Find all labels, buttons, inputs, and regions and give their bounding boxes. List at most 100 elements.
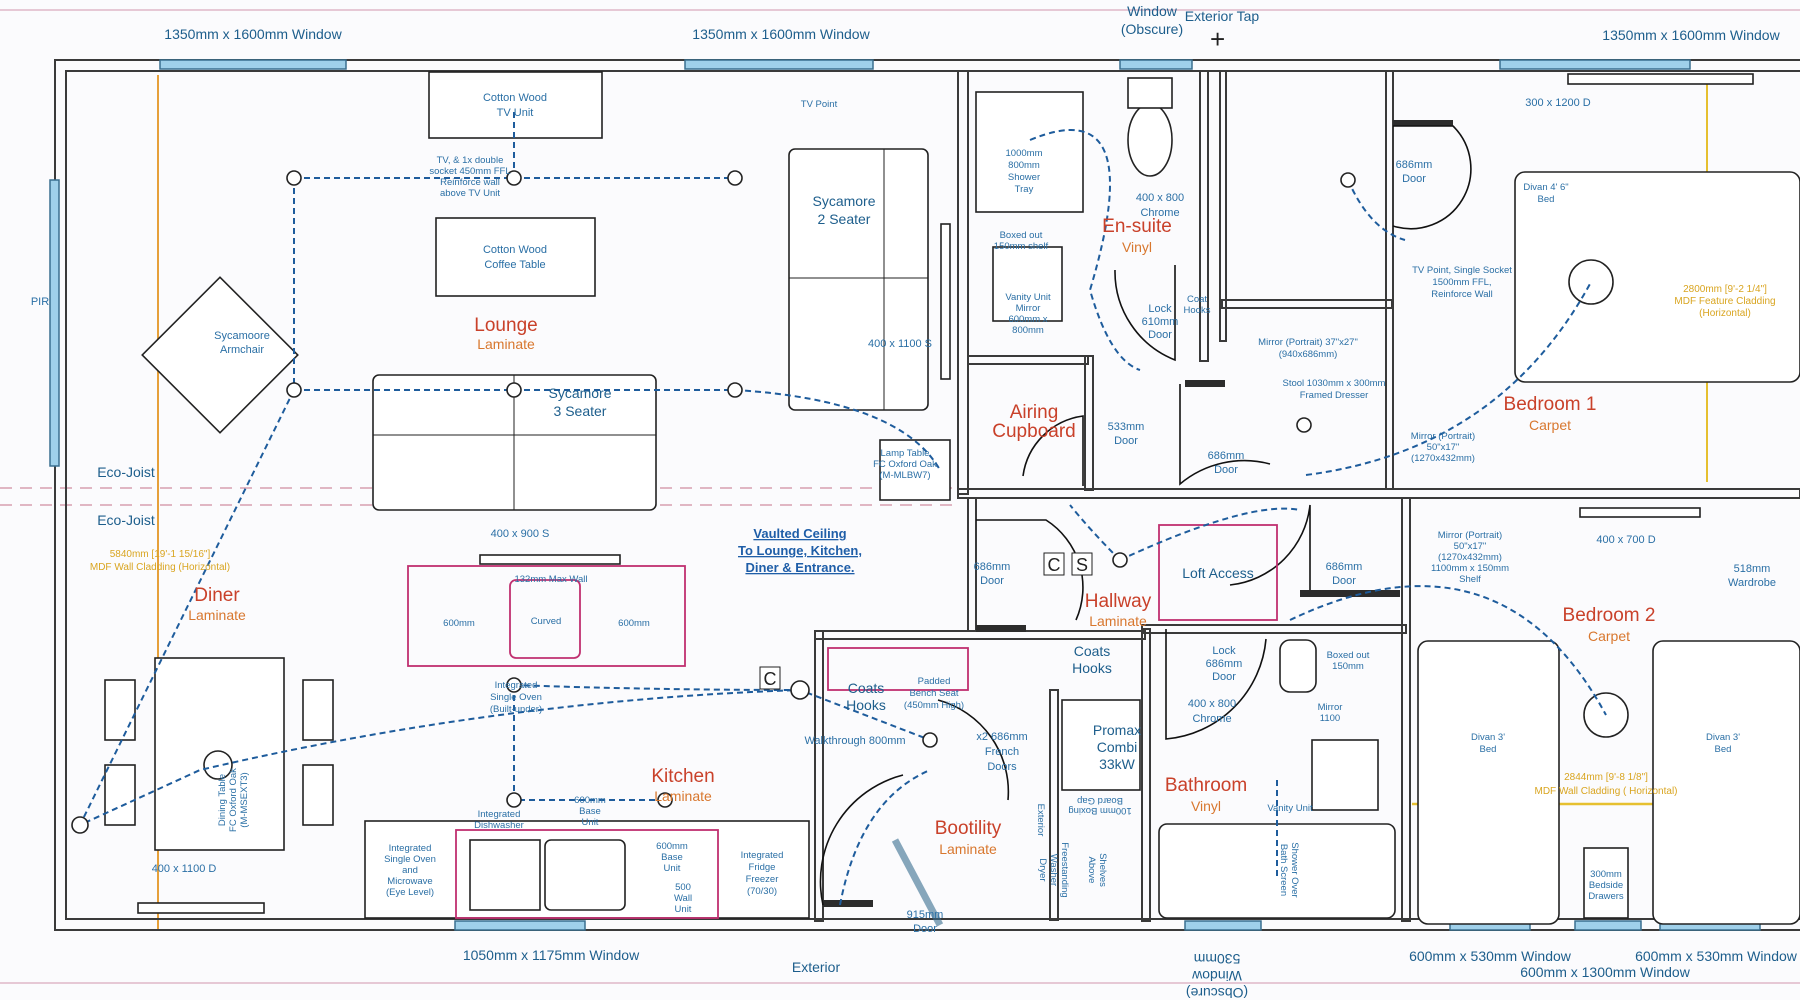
- label-line: Lock: [1212, 645, 1236, 657]
- floor-bootility: Laminate: [939, 841, 997, 857]
- label-line: Sycamore: [812, 193, 875, 209]
- room-bootility: Bootility: [935, 818, 1002, 839]
- room-hallway: Hallway: [1085, 591, 1152, 612]
- label-line: Integrated: [495, 680, 538, 691]
- window: [1499, 59, 1691, 70]
- radiator: [1579, 507, 1701, 518]
- label-line: Promax: [1093, 722, 1141, 738]
- label-line: Vaulted Ceiling: [753, 526, 846, 541]
- exterior-tap-label: Exterior Tap: [1185, 8, 1260, 24]
- label-line: Door: [1114, 435, 1138, 447]
- label-line: TV Point, Single Socket: [1412, 265, 1512, 276]
- radiator: [137, 902, 265, 914]
- label-line: Unit: [675, 904, 692, 915]
- label-line: (M-MSEXT3): [239, 772, 250, 827]
- label-line: FC Oxford Oak: [228, 768, 239, 832]
- label-line: above TV Unit: [440, 188, 500, 199]
- label-line: 400 x 800: [1136, 192, 1184, 204]
- label-line: Divan 4' 6": [1523, 182, 1568, 193]
- label-line: Diner & Entrance.: [745, 560, 854, 575]
- vanity-basin: [992, 246, 1063, 322]
- window-label: 600mm x 530mm Window: [1635, 948, 1798, 964]
- label-line: 686mm: [1396, 159, 1433, 171]
- window: [1184, 920, 1262, 931]
- radiator: [1567, 73, 1754, 85]
- label-line: MDF Wall Cladding (Horizontal): [90, 562, 230, 573]
- label-line: Divan 3': [1706, 732, 1740, 743]
- label-line: Padded: [918, 676, 951, 687]
- label-line: To Lounge, Kitchen,: [738, 543, 862, 558]
- room-kitchen: Kitchen: [651, 766, 714, 787]
- sink: [544, 839, 626, 911]
- label-line: Stool 1030mm x 300mm: [1283, 378, 1386, 389]
- label-line: Chrome: [1192, 713, 1231, 725]
- label-line: Bed: [1715, 744, 1732, 755]
- label-walkthrough: Walkthrough 800mm: [804, 735, 905, 747]
- switches: C S C: [759, 552, 1093, 690]
- label-line: Washer: [1048, 854, 1059, 886]
- label-line: Integrated: [741, 850, 784, 861]
- label-line: Integrated: [478, 809, 521, 820]
- label-line: socket 450mm FFL: [429, 166, 510, 177]
- label-diner-cladding: 5840mm [19'-1 15/16"]MDF Wall Cladding (…: [90, 549, 230, 573]
- label-island-left: 600mm: [443, 618, 475, 629]
- label-line: Combi: [1097, 739, 1137, 755]
- label-line: 533mm: [1108, 421, 1145, 433]
- label-line: Cotton Wood: [483, 92, 547, 104]
- tv-unit: [428, 71, 603, 139]
- label-line: MDF Feature Cladding: [1674, 296, 1775, 307]
- label-line: 530mm: [1194, 951, 1241, 967]
- dining-chair: [302, 764, 334, 826]
- label-line: 800mm: [1008, 160, 1040, 171]
- label-radiator: 300 x 1200 D: [1525, 97, 1590, 109]
- label-divan-bed: Divan 3'Bed: [1471, 732, 1505, 755]
- label-line: TV Unit: [497, 107, 534, 119]
- floor-hallway: Laminate: [1089, 613, 1147, 629]
- outer-wall: [54, 59, 1800, 931]
- label-loft-access: Loft Access: [1182, 565, 1254, 581]
- label-line: Doors: [987, 761, 1017, 773]
- label-line: Reinforce Wall: [1431, 289, 1492, 300]
- label-radiator: 400 x 1100 D: [152, 863, 217, 875]
- label-shower-over-bath: Shower OverBath Screen: [1278, 842, 1300, 897]
- label-line: (Obscure): [1121, 21, 1183, 37]
- label-line: x2 686mm: [976, 731, 1027, 743]
- double-bed: [1514, 171, 1800, 383]
- label-line: MDF Wall Cladding ( Horizontal): [1535, 786, 1678, 797]
- label-divan-bed: Divan 3'Bed: [1706, 732, 1740, 755]
- label-line: Integrated: [389, 843, 432, 854]
- window-label: 1050mm x 1175mm Window: [463, 947, 640, 963]
- label-line: 500: [675, 882, 691, 893]
- window: [1119, 59, 1193, 70]
- label-line: Divan 3': [1471, 732, 1505, 743]
- switch-c-label: C: [1048, 555, 1061, 575]
- sink-drainer: [469, 839, 541, 911]
- label-line: Door: [1214, 464, 1238, 476]
- label-pir: PIR: [31, 296, 49, 308]
- label-line: (Obscure): [1186, 985, 1248, 1000]
- room-bedroom-2: Bedroom 2: [1563, 605, 1656, 626]
- label-washer-dryer: FreestandingWasherDryer: [1037, 842, 1070, 897]
- label-line: Shelf: [1459, 574, 1481, 585]
